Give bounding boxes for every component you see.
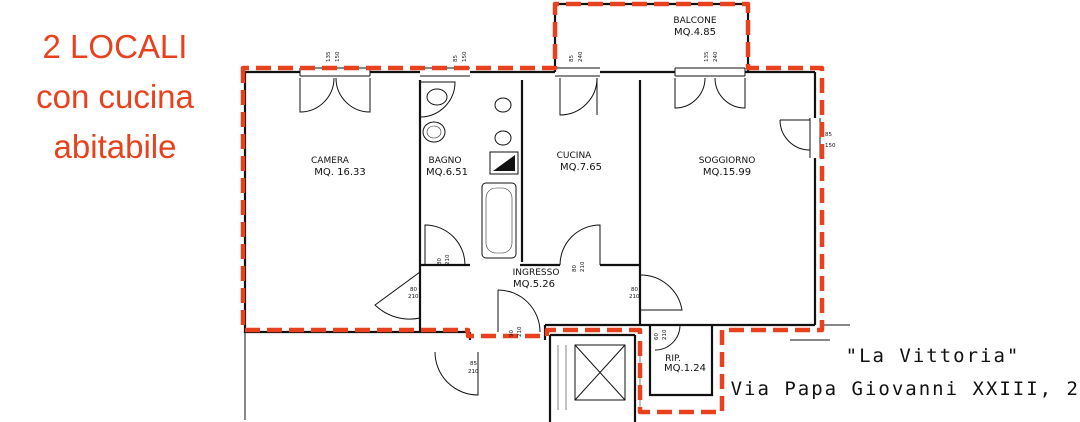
headline-line-1: 2 LOCALI [43, 28, 188, 65]
window-side [809, 118, 821, 158]
dim-door-cucina-width: 80 [572, 265, 578, 272]
door-swings [299, 77, 811, 396]
room-label-cucina: CUCINA [557, 151, 593, 161]
lift-cross-icon [574, 344, 626, 401]
door-swing-cucina-window [559, 77, 598, 116]
dim-door-lower-height: 210 [468, 369, 479, 375]
headline-line-2: con cucina [36, 78, 194, 115]
dim-door-cucina-height: 210 [580, 261, 586, 272]
window-cucina [555, 67, 600, 77]
room-label-bagno: BAGNO [429, 156, 462, 166]
wall-rip [648, 325, 714, 397]
dim-window-soggiorno-height: 240 [713, 51, 719, 62]
shower-tray-fill-icon [493, 155, 515, 171]
dim-window-soggiorno-width: 135 [704, 51, 710, 62]
bathtub-icon [481, 182, 517, 259]
door-swing-lower [434, 351, 479, 396]
room-label-rip: RIP. [665, 354, 681, 364]
room-area-cucina: MQ.7.65 [560, 162, 602, 173]
room-label-ingresso: INGRESSO [513, 268, 560, 278]
room-label-balcone: BALCONE [673, 16, 716, 26]
dim-door-ingresso-width: 90 [509, 330, 515, 337]
door-swing-ingresso [497, 289, 541, 333]
lift-core [557, 344, 641, 410]
room-area-balcone: MQ.4.85 [674, 27, 716, 38]
dim-window-side-width: 85 [825, 132, 832, 138]
dim-door-rip-height: 210 [662, 329, 668, 340]
exterior-lines [790, 324, 850, 341]
dim-window-bagno-height: 150 [462, 51, 468, 62]
room-area-camera: MQ. 16.33 [314, 167, 365, 178]
bathtub-inner-icon [485, 187, 513, 254]
door-swing-side [779, 119, 811, 151]
washbasin-inner-icon [426, 125, 442, 139]
room-area-ingresso: MQ.5.26 [513, 279, 555, 290]
door-swing-camera-window [299, 77, 371, 113]
sink-icon [426, 88, 448, 106]
dim-window-cucina-height: 240 [578, 51, 584, 62]
dim-door-ingresso-height: 210 [517, 326, 523, 337]
dim-window-camera-height: 150 [335, 51, 341, 62]
lift-shaft-icon [574, 344, 626, 401]
door-swing-soggiorno-window [674, 77, 746, 109]
dim-window-bagno-width: 85 [453, 55, 459, 62]
dim-window-side-height: 150 [825, 143, 836, 149]
room-area-bagno: MQ.6.51 [426, 167, 468, 178]
walls [243, 2, 817, 422]
washbasin-icon [422, 121, 446, 143]
door-swing-cucina [559, 224, 601, 266]
dim-window-cucina-width: 85 [569, 55, 575, 62]
dimension-labels: 135 150 85 150 85 240 135 240 85 150 80 … [326, 51, 836, 375]
dim-door-lower-width: 85 [470, 361, 477, 367]
dim-door-bagno-height: 210 [445, 254, 451, 265]
dim-door-camera-height: 210 [408, 294, 419, 300]
door-swing-camera [374, 271, 421, 320]
dim-door-soggiorno-height: 210 [629, 294, 640, 300]
toilet-icon [494, 130, 512, 146]
building-name: "La Vittoria" [846, 345, 1021, 367]
dim-door-soggiorno-width: 80 [631, 287, 638, 293]
room-area-soggiorno: MQ.15.99 [703, 167, 751, 178]
wall-balcony [553, 2, 750, 72]
bidet-icon [494, 97, 512, 113]
window-soggiorno [674, 67, 746, 77]
room-area-rip: MQ.1.24 [664, 363, 706, 374]
building-address: Via Papa Giovanni XXIII, 20 [731, 378, 1080, 400]
dim-door-bagno-width: 80 [437, 258, 443, 265]
door-swing-bagno [424, 224, 466, 266]
wall-outer-left [243, 72, 470, 334]
apartment-boundary [240, 1, 825, 415]
shower-tray-icon [489, 151, 519, 175]
door-swing-soggiorno [639, 274, 683, 311]
headline-line-3: abitabile [54, 128, 177, 165]
door-swing-rip [654, 324, 681, 351]
dim-window-camera-width: 135 [326, 51, 332, 62]
wall-stair-core [548, 333, 637, 422]
dim-door-rip-width: 60 [654, 333, 660, 340]
dim-door-camera-width: 80 [410, 287, 417, 293]
bathroom-fixtures [422, 88, 519, 259]
room-label-soggiorno: SOGGIORNO [699, 156, 756, 166]
room-label-camera: CAMERA [311, 156, 350, 166]
door-swing-bagno-window [419, 81, 456, 118]
